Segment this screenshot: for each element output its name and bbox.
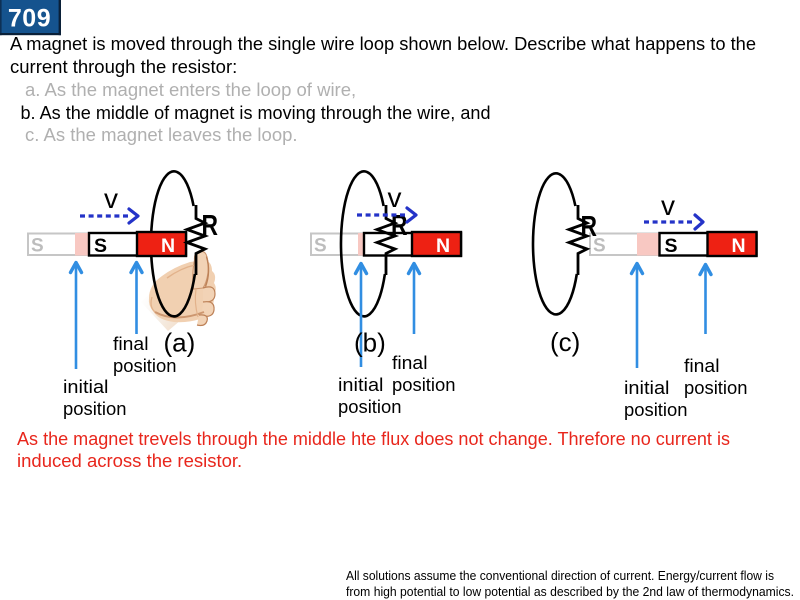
svg-text:position: position: [338, 397, 402, 417]
svg-text:R: R: [391, 210, 408, 242]
svg-text:(b): (b): [354, 328, 386, 358]
svg-text:v: v: [388, 182, 402, 213]
svg-text:current through the resistor:: current through the resistor:: [10, 56, 237, 77]
svg-text:S: S: [94, 235, 107, 257]
svg-text:position: position: [624, 400, 688, 420]
svg-text:position: position: [113, 356, 177, 376]
svg-text:(a): (a): [164, 328, 196, 358]
svg-text:c. As the magnet leaves the lo: c. As the magnet leaves the loop.: [25, 124, 298, 145]
svg-text:final: final: [113, 334, 149, 354]
svg-text:N: N: [436, 235, 450, 257]
svg-text:S: S: [314, 236, 327, 257]
svg-text:R: R: [581, 211, 598, 243]
svg-text:A magnet is moved through the: A magnet is moved through the single wir…: [10, 33, 756, 54]
svg-text:initial: initial: [63, 377, 109, 397]
svg-text:initial: initial: [624, 378, 670, 398]
svg-text:position: position: [392, 375, 456, 395]
svg-text:S: S: [31, 236, 44, 257]
svg-text:induced across the resistor.: induced across the resistor.: [17, 450, 242, 471]
svg-text:initial: initial: [338, 375, 384, 395]
svg-text:S: S: [665, 235, 678, 257]
svg-text:position: position: [684, 378, 748, 398]
svg-text:final: final: [684, 356, 720, 376]
svg-text:b. As the middle of magnet is: b. As the middle of magnet is moving thr…: [21, 102, 491, 123]
svg-text:As the magnet trevels through: As the magnet trevels through the middle…: [17, 428, 730, 449]
svg-text:from high potential to low pot: from high potential to low potential as …: [346, 585, 794, 599]
svg-text:S: S: [593, 236, 606, 257]
svg-text:R: R: [202, 210, 219, 242]
svg-text:v: v: [104, 183, 118, 214]
svg-text:(c): (c): [550, 327, 580, 357]
svg-text:final: final: [392, 353, 428, 373]
svg-text:709: 709: [8, 5, 51, 33]
svg-text:position: position: [63, 399, 127, 419]
svg-text:N: N: [732, 235, 746, 257]
svg-text:N: N: [161, 235, 175, 257]
svg-text:a. As the magnet enters the lo: a. As the magnet enters the loop of wire…: [25, 79, 356, 100]
svg-text:v: v: [661, 190, 675, 221]
svg-text:All solutions assume the conve: All solutions assume the conventional di…: [346, 569, 774, 583]
